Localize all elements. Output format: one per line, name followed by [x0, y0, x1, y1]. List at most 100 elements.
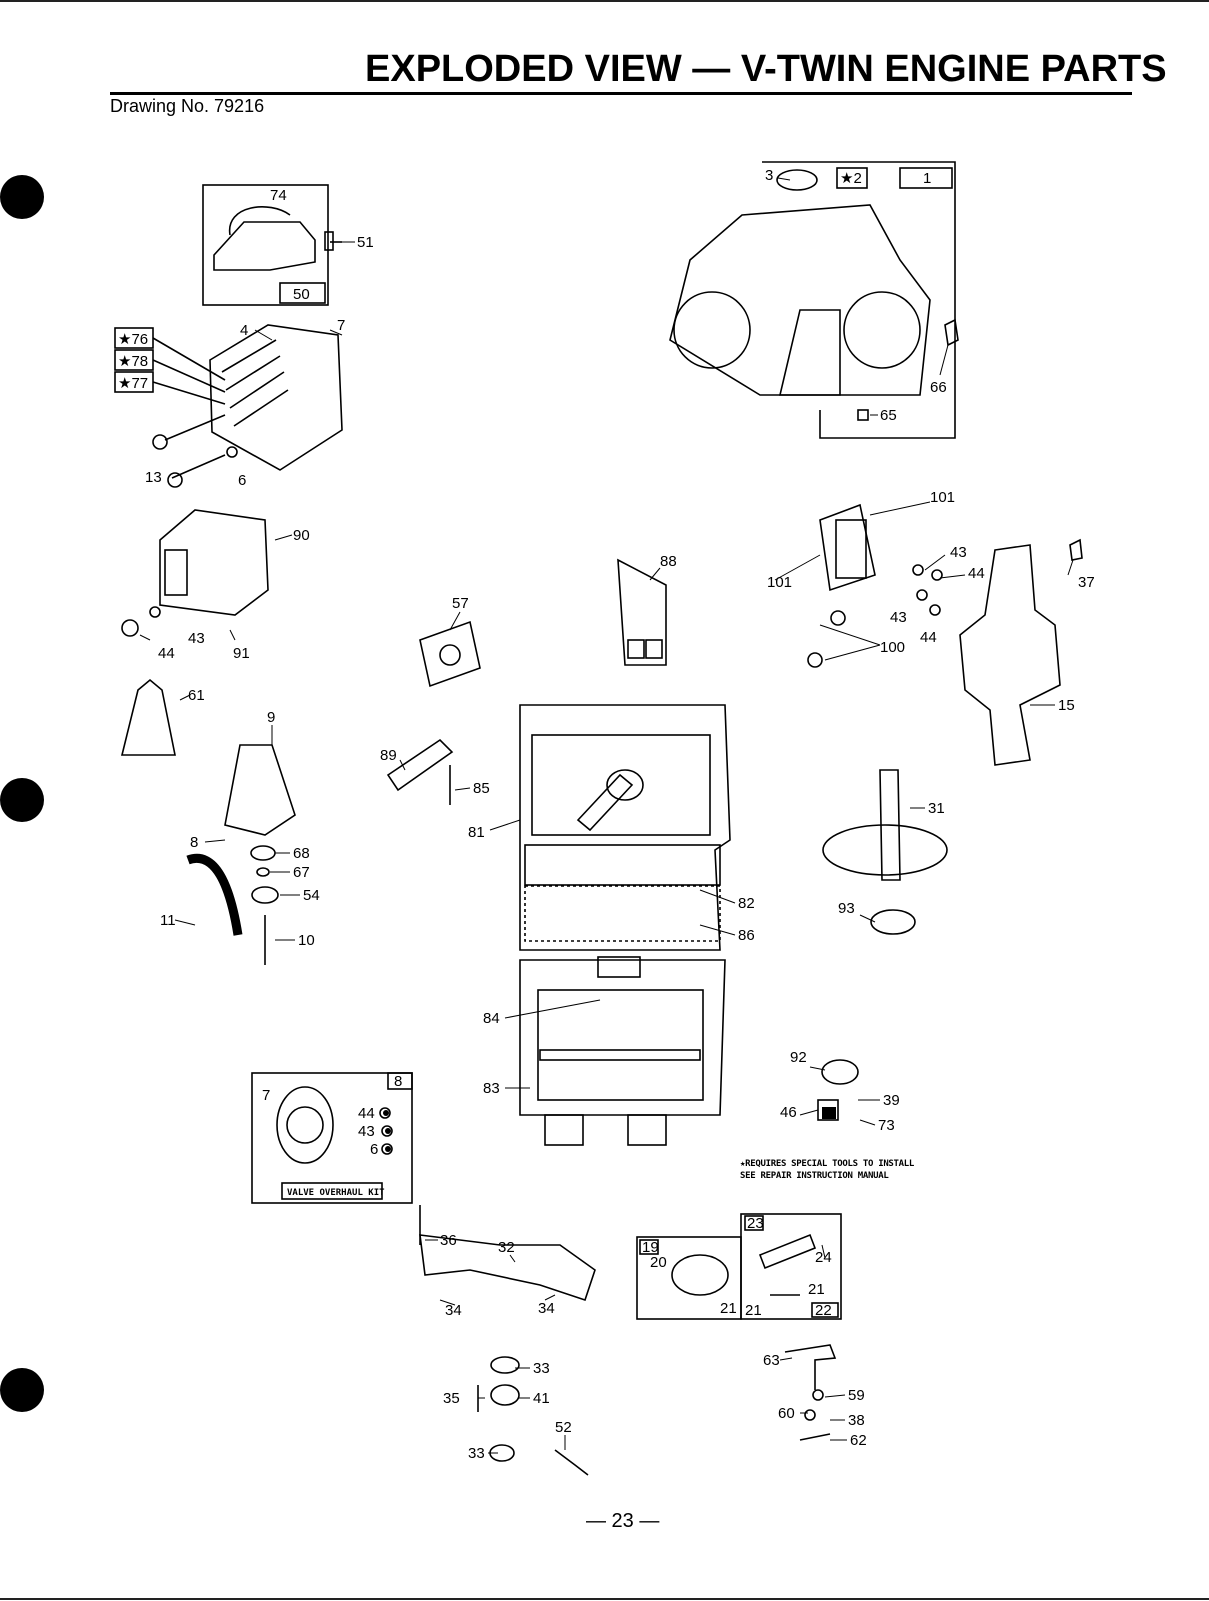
callout-label: 44 [358, 1105, 375, 1122]
callout-label: 9 [267, 709, 275, 726]
callout-label: 43 [950, 544, 967, 561]
callout-label: 43 [358, 1123, 375, 1140]
callout-label: 50 [293, 286, 310, 303]
callout-label: 74 [270, 187, 287, 204]
crankshaft-icon [959, 544, 1061, 766]
callout-label: 92 [790, 1049, 807, 1066]
callout-label: 44 [158, 645, 175, 662]
cylinder-head-icon [209, 324, 343, 471]
callout-label: 93 [838, 900, 855, 917]
callout-label: 21 [720, 1300, 737, 1317]
callout-label: 43 [890, 609, 907, 626]
callout-label: 11 [160, 912, 176, 929]
callout-label: 21 [745, 1302, 762, 1319]
callout-label: 60 [778, 1405, 795, 1422]
callout-label: 6 [238, 472, 246, 489]
callout-label: 21 [808, 1281, 825, 1298]
callout-label: 6 [370, 1141, 378, 1158]
ignition-module-icon [213, 221, 316, 271]
top-edge [0, 0, 1209, 2]
callout-label: 81 [468, 824, 485, 841]
note-line: SEE REPAIR INSTRUCTION MANUAL [740, 1171, 889, 1181]
callout-label: 57 [452, 595, 469, 612]
special-tools-note: ★REQUIRES SPECIAL TOOLS TO INSTALL SEE R… [740, 1158, 914, 1182]
callout-label: 38 [848, 1412, 865, 1429]
callout-label: 67 [293, 864, 310, 881]
callout-label: 83 [483, 1080, 500, 1097]
breather-cover-icon [224, 744, 296, 836]
bottom-edge [0, 1598, 1209, 1600]
callout-label: 101 [930, 489, 955, 506]
callout-label: 22 [815, 1302, 832, 1319]
callout-label: 88 [660, 553, 677, 570]
oil-pump-icon [821, 1059, 859, 1085]
gasket-57-icon [419, 620, 481, 688]
page-title: EXPLODED VIEW — V-TWIN ENGINE PARTS [365, 48, 1167, 90]
callout-labels: 74 51 50 ★76 ★78 ★77 4 7 13 6 90 43 44 9… [118, 167, 1095, 1462]
callout-label: 15 [1058, 697, 1075, 714]
binder-hole-icon [0, 1368, 44, 1412]
callout-label: ★2 [840, 170, 862, 187]
callout-label: 7 [337, 317, 345, 334]
callout-label: 31 [928, 800, 945, 817]
page-number: — 23 — [586, 1510, 660, 1532]
callout-label: 100 [880, 639, 905, 656]
callout-label: ★76 [118, 331, 148, 348]
callout-label: 10 [298, 932, 315, 949]
callout-label: ★77 [118, 375, 148, 392]
callout-label: ★78 [118, 353, 148, 370]
binder-hole-icon [0, 778, 44, 822]
label-box-50 [279, 282, 326, 304]
part-box-50 [202, 184, 329, 306]
callout-label: 63 [763, 1352, 780, 1369]
callout-label: 66 [930, 379, 947, 396]
oil-bottle-icon [120, 678, 176, 756]
callout-label: 1 [923, 170, 931, 187]
callout-label: 46 [780, 1104, 797, 1121]
cam-gear-icon [822, 824, 948, 876]
title-rule [110, 92, 1132, 95]
valve-kit-label: VALVE OVERHAUL KIT [287, 1188, 385, 1198]
callout-label: 32 [498, 1239, 515, 1256]
callout-label: 101 [767, 574, 792, 591]
callout-label: 8 [190, 834, 198, 851]
callout-label: 23 [747, 1215, 764, 1232]
part-box-1 [762, 161, 956, 439]
callout-label: 62 [850, 1432, 867, 1449]
callout-label: 7 [262, 1087, 270, 1104]
callout-label: 35 [443, 1390, 460, 1407]
callout-label: 91 [233, 645, 250, 662]
binder-hole-icon [0, 175, 44, 219]
callout-label: 85 [473, 780, 490, 797]
air-cleaner-base-icon [519, 704, 731, 951]
callout-label: 86 [738, 927, 755, 944]
callout-label: 37 [1078, 574, 1095, 591]
callout-label: 33 [533, 1360, 550, 1377]
callout-label: 13 [145, 469, 162, 486]
callout-label: 34 [445, 1302, 462, 1319]
crankcase-icon [669, 204, 931, 396]
part-box-23 [740, 1213, 842, 1320]
callout-label: 4 [240, 322, 248, 339]
callout-label: 43 [188, 630, 205, 647]
callout-label: 39 [883, 1092, 900, 1109]
gasket-89-icon [386, 738, 454, 792]
rocker-cover-icon [819, 503, 876, 592]
callout-label: 61 [188, 687, 205, 704]
callout-label: 89 [380, 747, 397, 764]
callout-label: 82 [738, 895, 755, 912]
callout-label: 84 [483, 1010, 500, 1027]
intake-manifold-icon [419, 1234, 596, 1302]
air-cleaner-cover-icon [519, 959, 726, 1116]
valve-cover-icon [159, 509, 269, 616]
callout-label: 68 [293, 845, 310, 862]
callout-label: 54 [303, 887, 320, 904]
callout-label: 33 [468, 1445, 485, 1462]
callout-label: 73 [878, 1117, 895, 1134]
gasket-88-icon [617, 558, 667, 666]
callout-label: 41 [533, 1390, 550, 1407]
breather-tube-icon [186, 853, 243, 936]
callout-label: 34 [538, 1300, 555, 1317]
